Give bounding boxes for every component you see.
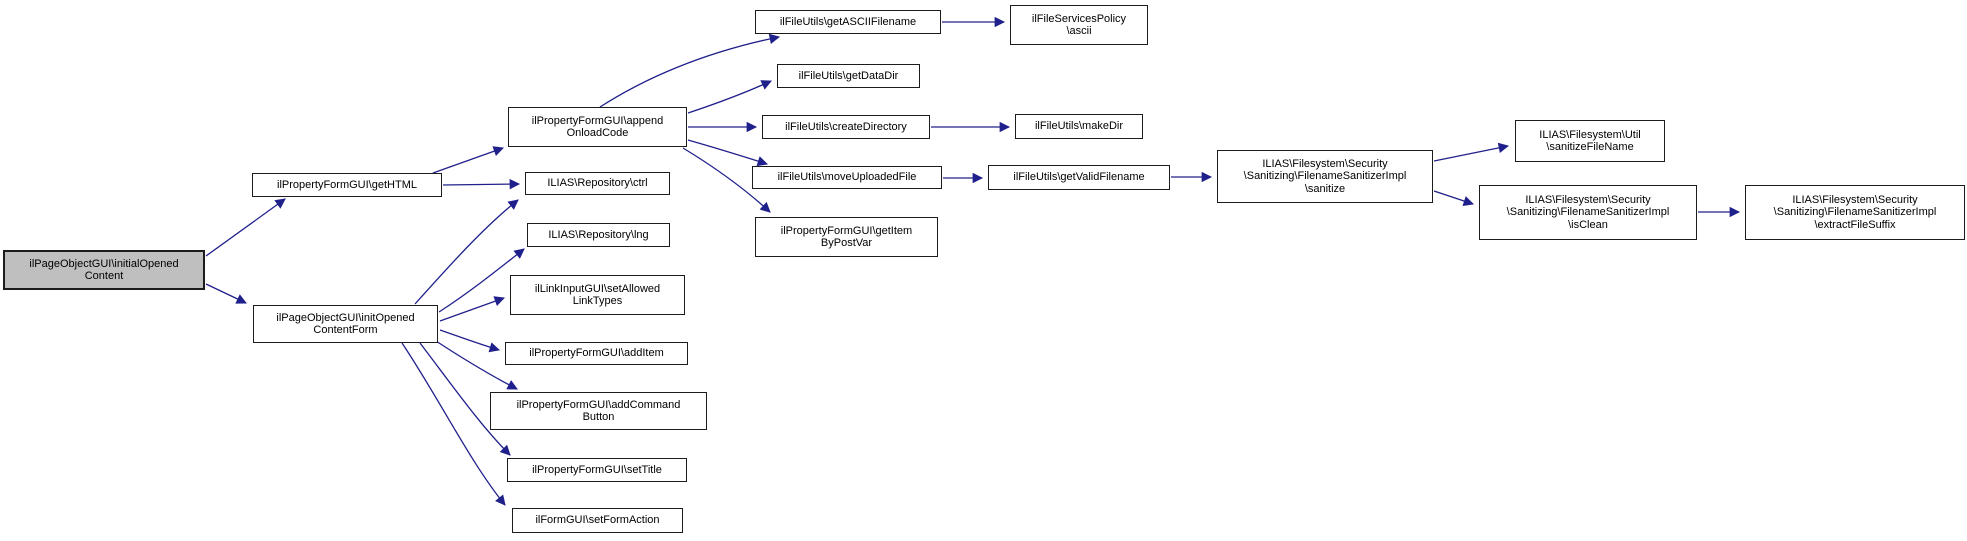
edge-initialOpenedContent-initOpenedContentForm [205,283,247,304]
node-sanitize[interactable]: ILIAS\Filesystem\Security \Sanitizing\Fi… [1217,150,1433,203]
node-isClean[interactable]: ILIAS\Filesystem\Security \Sanitizing\Fi… [1479,185,1697,240]
edge-initOpenedContentForm-setFormAction [401,342,506,506]
node-initOpenedContentForm[interactable]: ilPageObjectGUI\initOpened ContentForm [253,305,438,343]
edge-appendOnloadCode-getASCIIFilename [599,33,781,108]
edge-getHTML-ctrl [442,178,521,190]
node-ctrl[interactable]: ILIAS\Repository\ctrl [525,172,670,195]
node-sanitizeFileName[interactable]: ILIAS\Filesystem\Util \sanitizeFileName [1515,120,1665,162]
node-setFormAction[interactable]: ilFormGUI\setFormAction [512,508,683,533]
edge-initOpenedContentForm-ctrl [414,199,519,305]
edge-initialOpenedContent-getHTML [205,198,286,257]
edge-initOpenedContentForm-setTitle [419,342,511,456]
node-extractFileSuffix[interactable]: ILIAS\Filesystem\Security \Sanitizing\Fi… [1745,185,1965,240]
node-setAllowedLinkTypes[interactable]: ilLinkInputGUI\setAllowed LinkTypes [510,275,685,315]
edge-sanitize-sanitizeFileName [1433,142,1510,162]
node-setTitle[interactable]: ilPropertyFormGUI\setTitle [507,458,687,482]
node-addCommandButton[interactable]: ilPropertyFormGUI\addCommand Button [490,392,707,430]
node-moveUploadedFile[interactable]: ilFileUtils\moveUploadedFile [752,166,942,189]
edge-getHTML-appendOnloadCode [432,146,504,174]
edge-initOpenedContentForm-lng [438,248,525,313]
node-getASCIIFilename[interactable]: ilFileUtils\getASCIIFilename [755,10,941,34]
node-getHTML[interactable]: ilPropertyFormGUI\getHTML [252,173,442,197]
node-createDirectory[interactable]: ilFileUtils\createDirectory [762,115,930,139]
node-getValidFilename[interactable]: ilFileUtils\getValidFilename [988,165,1170,190]
node-makeDir[interactable]: ilFileUtils\makeDir [1015,114,1143,139]
edge-sanitize-isClean [1433,190,1474,206]
node-getDataDir[interactable]: ilFileUtils\getDataDir [777,64,920,88]
node-getItemByPostVar[interactable]: ilPropertyFormGUI\getItem ByPostVar [755,217,938,257]
node-initialOpenedContent: ilPageObjectGUI\initialOpened Content [3,250,205,290]
node-addItem[interactable]: ilPropertyFormGUI\addItem [505,342,688,365]
edge-initOpenedContentForm-addCommandButton [435,340,518,390]
edge-appendOnloadCode-getItemByPostVar [682,147,771,213]
edge-initOpenedContentForm-addItem [439,329,500,353]
node-lng[interactable]: ILIAS\Repository\lng [527,223,670,247]
edge-appendOnloadCode-getDataDir [687,80,772,114]
edge-initOpenedContentForm-setAllowedLinkTypes [439,296,505,322]
node-ascii[interactable]: ilFileServicesPolicy \ascii [1010,5,1148,45]
edge-appendOnloadCode-moveUploadedFile [687,139,768,167]
node-appendOnloadCode[interactable]: ilPropertyFormGUI\append OnloadCode [508,107,687,147]
